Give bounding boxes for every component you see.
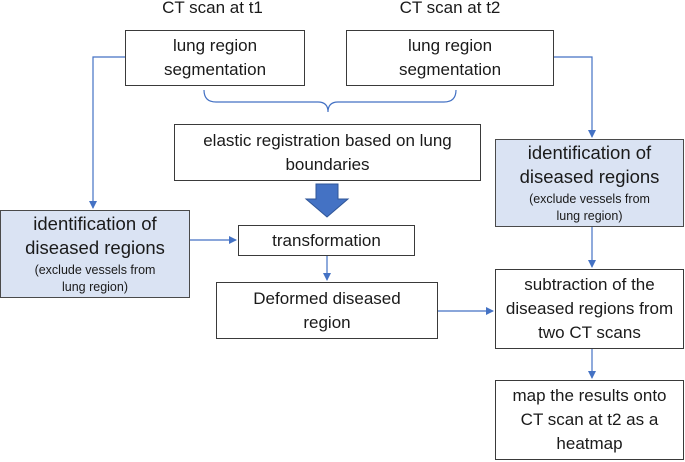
subtraction-line1: subtraction of the xyxy=(524,275,655,294)
ident-left-note2: lung region) xyxy=(61,280,128,294)
ident-right-line1: identification of xyxy=(527,142,652,163)
map-box: map the results onto CT scan at t2 as a … xyxy=(495,380,684,460)
seg-t1-box: lung region segmentation xyxy=(125,30,305,86)
ident-right-box: identification of diseased regions (excl… xyxy=(495,139,684,227)
ident-left-line2: diseased regions xyxy=(25,237,165,258)
map-line2: CT scan at t2 as a xyxy=(520,410,659,429)
seg-t1-line1: lung region xyxy=(172,36,258,55)
subtraction-line3: two CT scans xyxy=(538,323,641,342)
map-line1: map the results onto xyxy=(512,386,667,405)
seg-t2-line1: lung region xyxy=(407,36,493,55)
big-down-arrow xyxy=(304,183,350,218)
subtraction-line2: diseased regions from xyxy=(505,299,674,318)
header-ct-t2: CT scan at t2 xyxy=(399,0,501,17)
brace-connector xyxy=(203,89,457,113)
deformed-line1: Deformed diseased xyxy=(253,288,401,308)
transformation-label: transformation xyxy=(272,230,381,250)
header-ct-t1: CT scan at t1 xyxy=(162,0,263,17)
deformed-line2: region xyxy=(303,312,351,332)
transformation-box: transformation xyxy=(238,225,415,256)
ident-right-note2: lung region) xyxy=(556,209,623,223)
arrow-seg-t1-to-ident-left xyxy=(89,56,125,209)
arrow-seg-t2-to-ident-right xyxy=(554,56,596,138)
map-line3: heatmap xyxy=(556,434,623,453)
seg-t2-line2: segmentation xyxy=(398,60,502,79)
seg-t1-line2: segmentation xyxy=(163,60,267,79)
registration-line1: elastic registration based on lung xyxy=(203,130,452,150)
ident-left-line1: identification of xyxy=(33,213,157,234)
registration-box: elastic registration based on lung bound… xyxy=(174,124,481,181)
ident-right-line2: diseased regions xyxy=(519,166,660,187)
subtraction-box: subtraction of the diseased regions from… xyxy=(495,269,684,349)
registration-line2: boundaries xyxy=(285,154,370,174)
deformed-box: Deformed diseased region xyxy=(216,282,438,339)
ident-right-note1: (exclude vessels from xyxy=(529,192,650,206)
ident-left-box: identification of diseased regions (excl… xyxy=(0,210,190,298)
ident-left-note1: (exclude vessels from xyxy=(34,263,156,277)
seg-t2-box: lung region segmentation xyxy=(346,30,554,86)
